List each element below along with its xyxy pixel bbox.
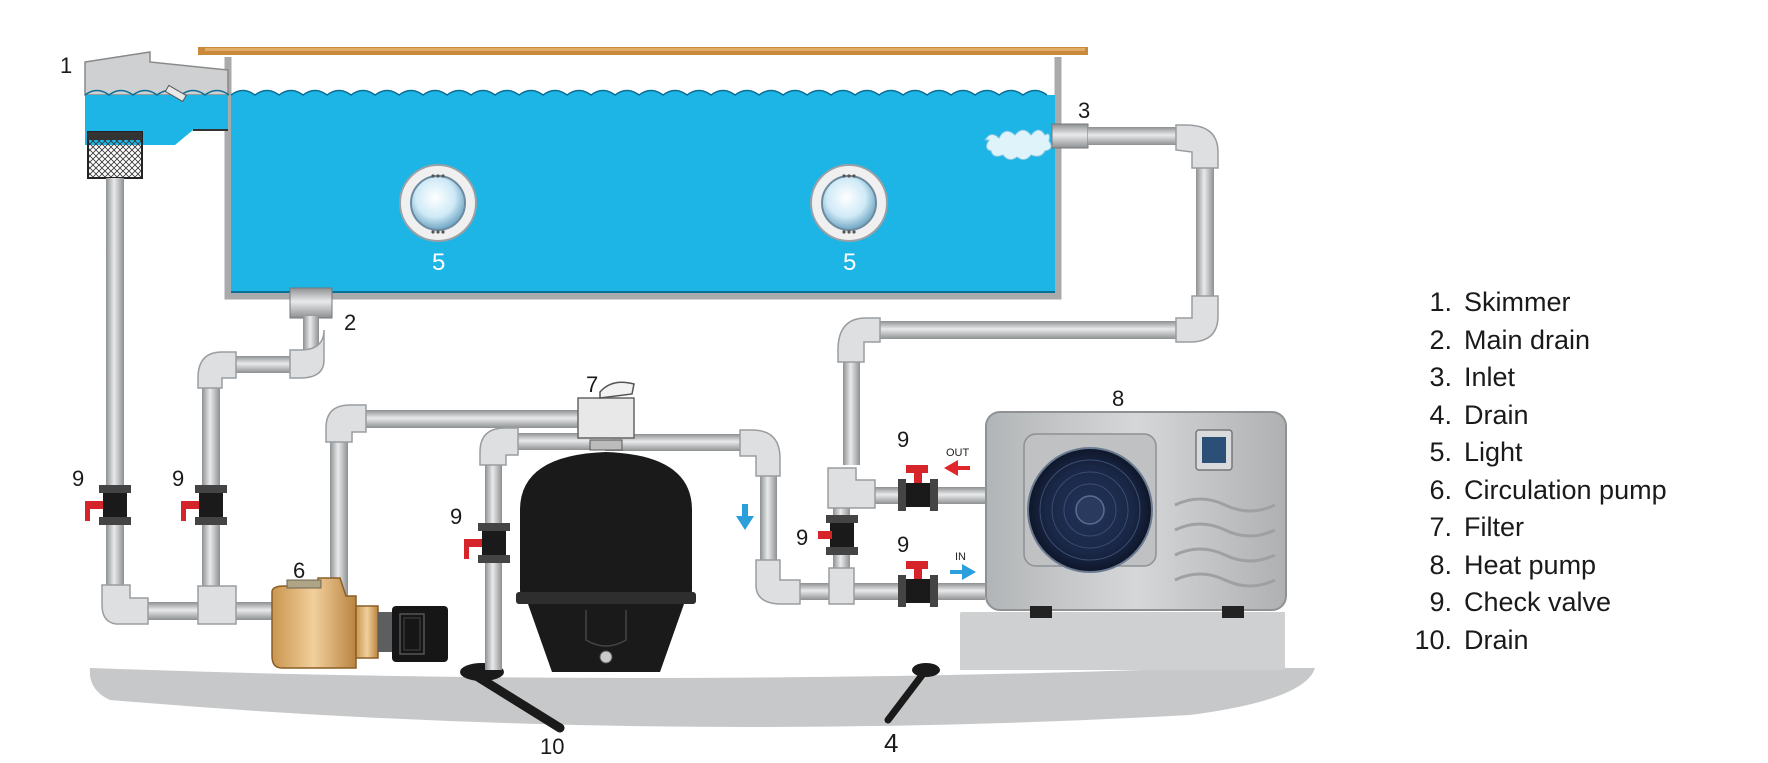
legend-item: 3. Inlet bbox=[1404, 359, 1764, 397]
in-label: IN bbox=[955, 551, 966, 563]
check-valve bbox=[181, 485, 227, 525]
callout-drain-right: 4 bbox=[884, 728, 898, 758]
pipe bbox=[348, 410, 590, 428]
legend-number: 8. bbox=[1429, 549, 1452, 580]
bubbles bbox=[984, 129, 1052, 161]
sand-filter bbox=[516, 381, 696, 672]
callout-light-left: 5 bbox=[432, 249, 445, 276]
callout-drain-bottom: 10 bbox=[540, 734, 564, 759]
legend-number: 1. bbox=[1429, 287, 1452, 317]
legend-item: 9. Check valve bbox=[1404, 584, 1764, 622]
callout-valve: 9 bbox=[897, 532, 909, 557]
legend-label: Filter bbox=[1464, 512, 1524, 542]
callout-valve: 9 bbox=[897, 427, 909, 452]
inlet bbox=[984, 123, 1089, 161]
callout-main-drain: 2 bbox=[344, 310, 356, 335]
drain-pipe-right bbox=[884, 666, 930, 724]
legend-number: 4. bbox=[1429, 399, 1452, 430]
callout-valve: 9 bbox=[796, 525, 808, 550]
check-valve bbox=[898, 465, 938, 511]
callout-skimmer: 1 bbox=[60, 53, 72, 78]
check-valve bbox=[464, 523, 510, 563]
pipe bbox=[202, 365, 220, 587]
pipe bbox=[106, 178, 124, 593]
callout-pump: 6 bbox=[293, 558, 305, 583]
legend-number: 6. bbox=[1429, 474, 1452, 505]
callout-valve: 9 bbox=[450, 504, 462, 529]
main-drain bbox=[289, 287, 333, 319]
check-valve bbox=[898, 561, 938, 607]
legend-label: Light bbox=[1464, 437, 1523, 467]
circulation-pump bbox=[271, 577, 448, 669]
pipe bbox=[870, 321, 1186, 339]
callout-heat-pump: 8 bbox=[1112, 386, 1124, 411]
pipe bbox=[1196, 165, 1214, 305]
drain-pipe-bottom bbox=[465, 667, 565, 733]
callout-valve: 9 bbox=[172, 466, 184, 491]
legend-item: 7. Filter bbox=[1404, 509, 1764, 547]
legend-number: 10. bbox=[1414, 624, 1452, 655]
callout-valve: 9 bbox=[72, 466, 84, 491]
check-valve bbox=[818, 515, 858, 555]
legend-number: 7. bbox=[1429, 512, 1452, 542]
out-arrow bbox=[944, 460, 970, 476]
pipe bbox=[330, 425, 348, 605]
pipe bbox=[106, 602, 281, 620]
heat-pump-base bbox=[960, 612, 1285, 670]
legend-number: 3. bbox=[1429, 362, 1452, 392]
legend-number: 9. bbox=[1429, 587, 1452, 617]
pool-wall bbox=[224, 57, 1062, 300]
in-arrow bbox=[950, 564, 976, 580]
pipe bbox=[1088, 127, 1180, 145]
pool-light-right bbox=[810, 164, 888, 242]
legend-label: Main drain bbox=[1464, 324, 1591, 355]
pool-light-left bbox=[399, 164, 477, 242]
legend-label: Drain bbox=[1464, 399, 1529, 430]
legend-item: 6. Circulation pump bbox=[1404, 472, 1764, 510]
pipe bbox=[843, 355, 860, 465]
pipe bbox=[932, 487, 987, 504]
legend-label: Skimmer bbox=[1464, 287, 1571, 317]
down-arrow bbox=[736, 504, 754, 530]
legend-label: Inlet bbox=[1464, 362, 1516, 392]
legend-item: 1. Skimmer bbox=[1404, 284, 1764, 322]
legend: 1. Skimmer 2. Main drain 3. Inlet 4. Drain 5. Lig… bbox=[1404, 284, 1764, 659]
out-label: OUT bbox=[946, 447, 970, 459]
callouts: 1 2 3 4 5 5 6 7 8 9 9 9 9 9 9 10 bbox=[60, 53, 1124, 759]
check-valves bbox=[85, 465, 938, 607]
heat-pump bbox=[985, 411, 1287, 618]
pipe bbox=[760, 470, 777, 578]
pipe bbox=[303, 316, 319, 356]
pipe bbox=[605, 434, 745, 451]
legend-label: Drain bbox=[1464, 624, 1529, 655]
legend-number: 2. bbox=[1429, 324, 1452, 355]
legend-number: 5. bbox=[1429, 437, 1452, 467]
pool-water bbox=[231, 90, 1055, 292]
legend-label: Check valve bbox=[1464, 587, 1612, 617]
callout-filter: 7 bbox=[586, 372, 598, 397]
callout-light-right: 5 bbox=[843, 249, 856, 276]
legend-label: Heat pump bbox=[1464, 549, 1597, 580]
callout-inlet: 3 bbox=[1078, 98, 1090, 123]
pool bbox=[198, 47, 1088, 300]
legend-item: 8. Heat pump bbox=[1404, 547, 1764, 585]
legend-item: 10. Drain bbox=[1404, 622, 1764, 660]
ground-slab bbox=[89, 668, 1315, 727]
check-valve bbox=[85, 485, 131, 525]
legend-label: Circulation pump bbox=[1464, 474, 1667, 505]
legend-item: 2. Main drain bbox=[1404, 322, 1764, 360]
pipe-elbows bbox=[101, 124, 1219, 625]
filter-valve bbox=[577, 397, 635, 439]
legend-item: 5. Light bbox=[1404, 434, 1764, 472]
legend-item: 4. Drain bbox=[1404, 397, 1764, 435]
skimmer bbox=[84, 51, 230, 179]
flow-arrows: OUT IN bbox=[736, 447, 976, 580]
